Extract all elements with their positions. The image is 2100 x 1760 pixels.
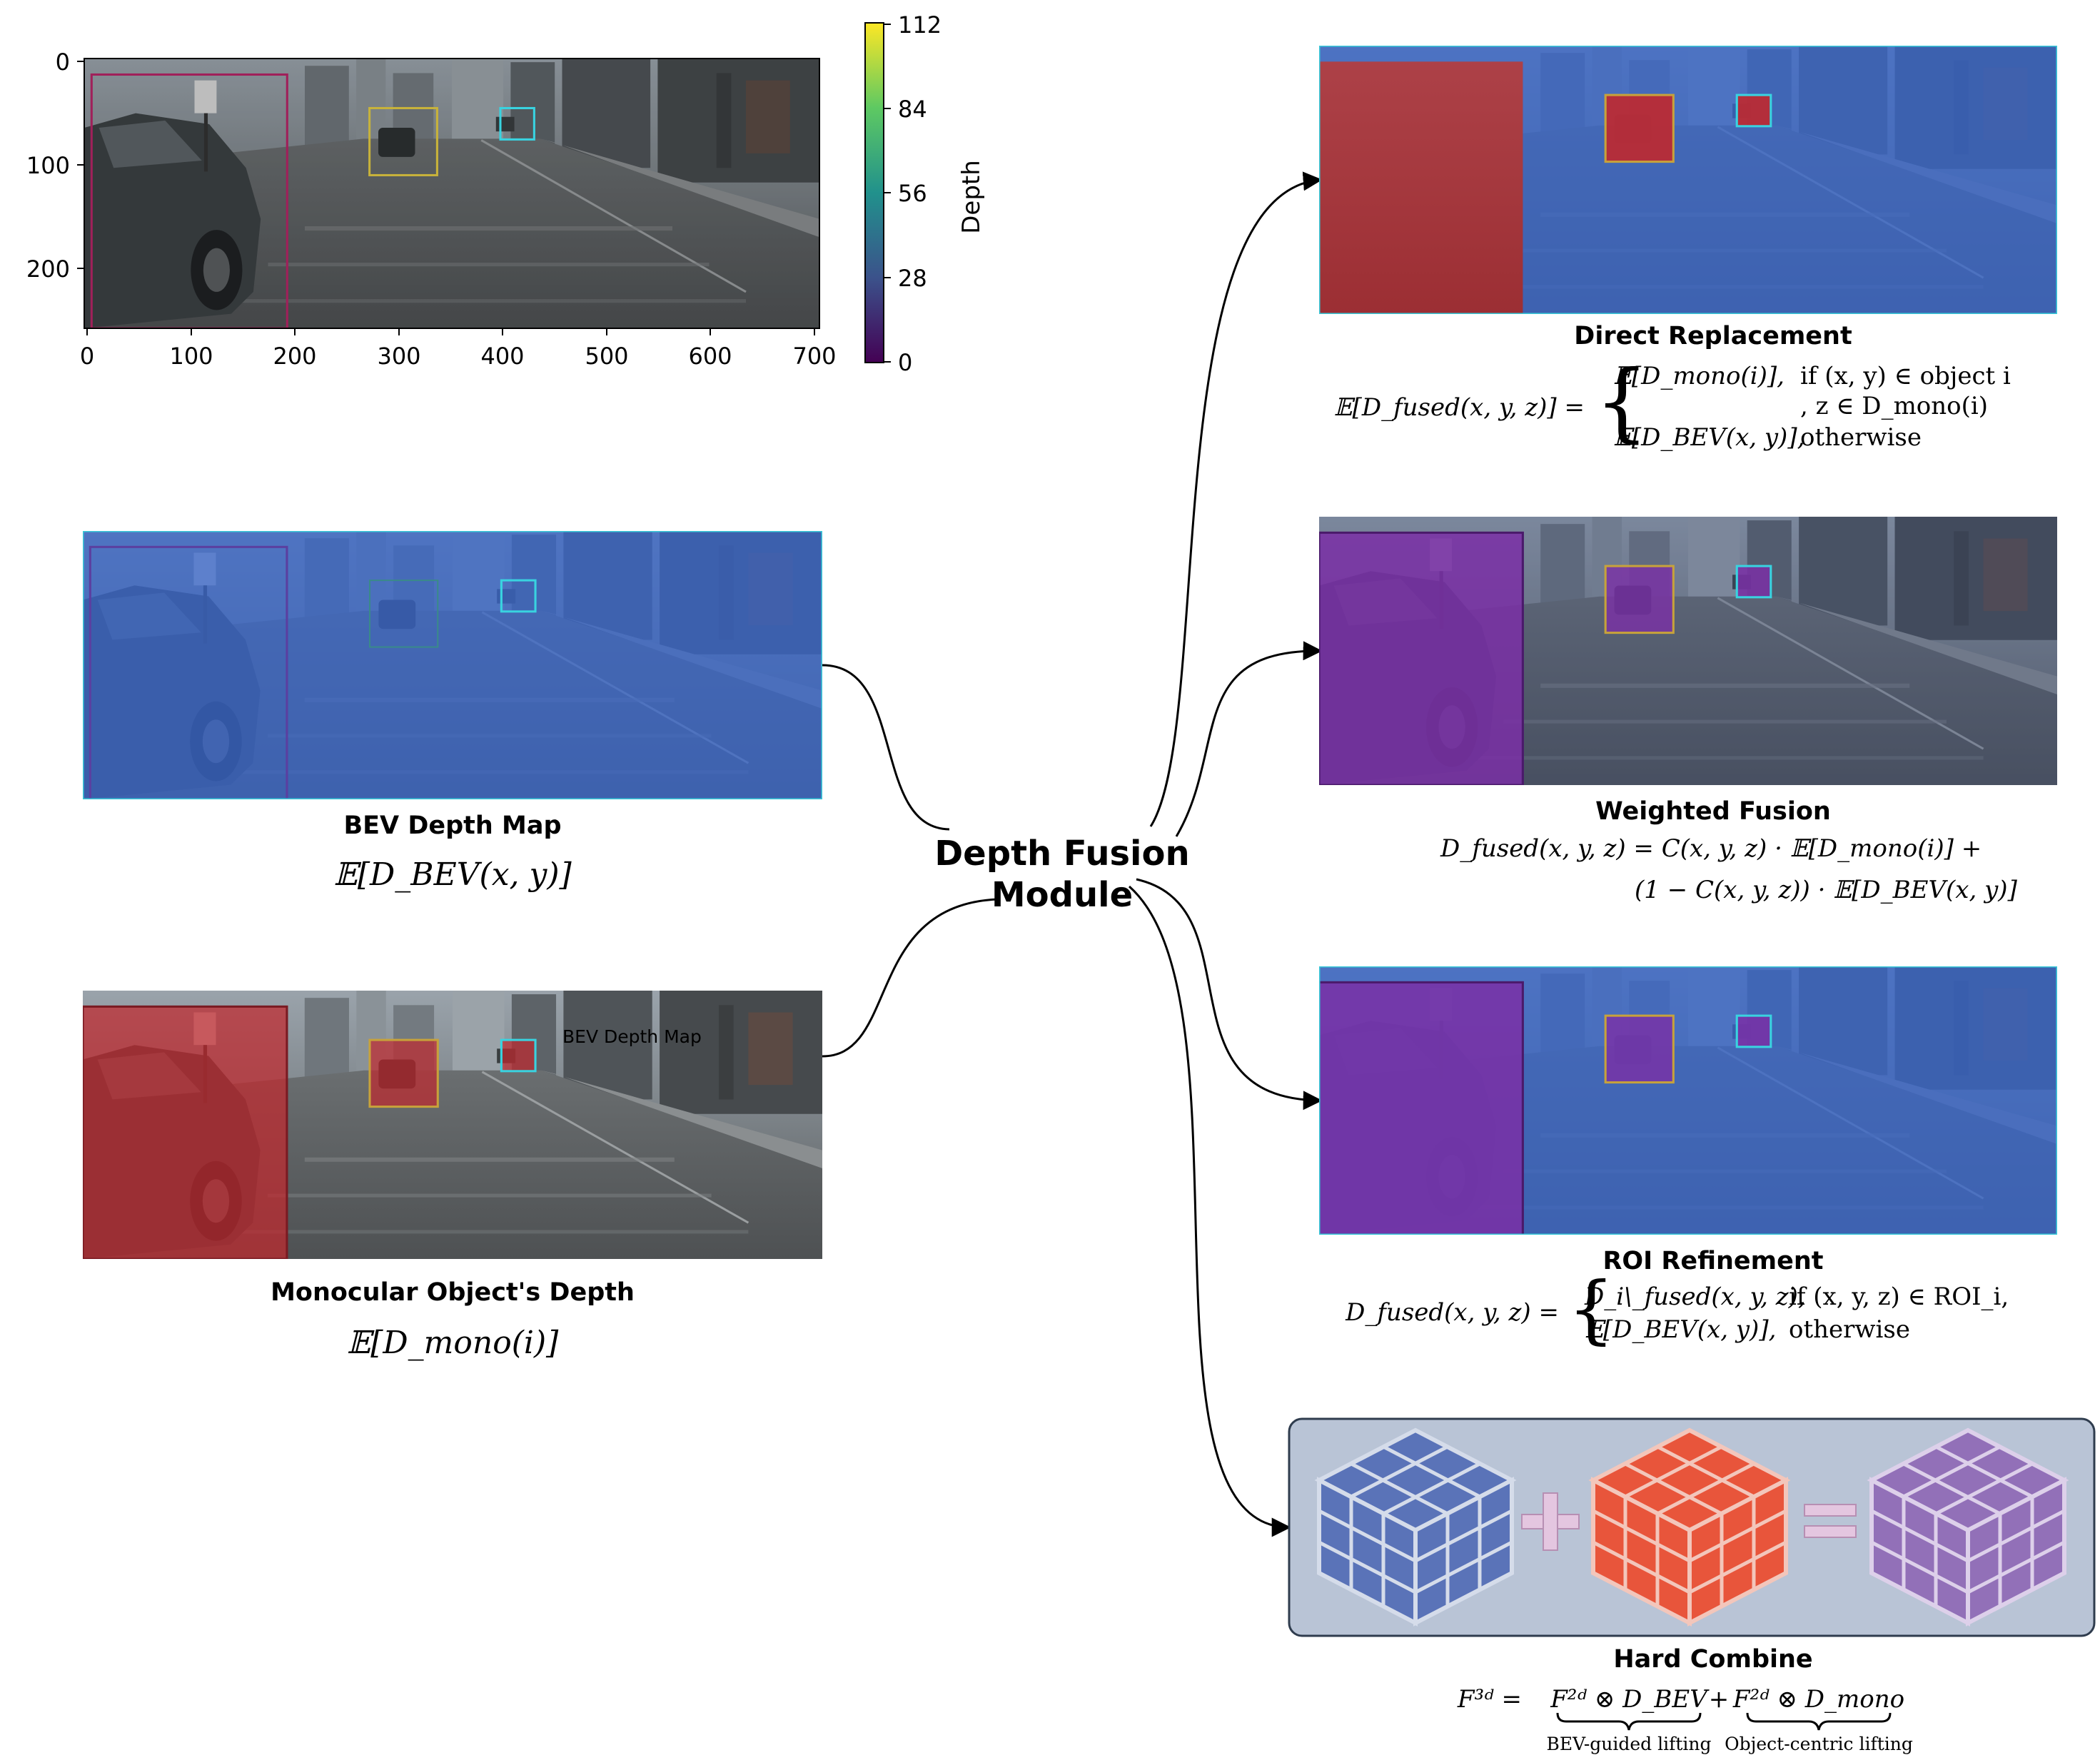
bev-title: BEV Depth Map (343, 811, 561, 840)
y-tick: 100 (26, 152, 70, 179)
colorbar-tick: 112 (898, 11, 942, 39)
y-tick: 200 (26, 256, 70, 283)
underbrace-1 (1556, 1712, 1702, 1731)
x-tick: 200 (273, 343, 316, 370)
equals-icon (1804, 1504, 1857, 1538)
arrow-to-weighted-fusion (1175, 641, 1323, 837)
hard-term2: F²ᵈ ⊗ D_mono (1732, 1685, 1904, 1714)
direct-title: Direct Replacement (1574, 322, 1852, 350)
x-tick: 400 (480, 343, 524, 370)
mono-title: Monocular Object's Depth (271, 1278, 635, 1307)
x-tick: 100 (169, 343, 213, 370)
mono-formula: 𝔼[D_mono(i)] (347, 1325, 559, 1361)
hard-plus: + (1709, 1685, 1730, 1714)
hard-brace2-label: Object-centric lifting (1725, 1734, 1913, 1754)
roi-case1-cond: if (x, y, z) ∈ ROI_i, (1789, 1283, 2009, 1311)
y-tick: 0 (56, 49, 70, 76)
weighted-fusion-image (1319, 517, 2057, 785)
hard-brace1-label: BEV-guided lifting (1546, 1734, 1711, 1754)
module-label-line2: Module (991, 875, 1133, 915)
x-tick: 300 (377, 343, 420, 370)
cube-purple-icon (1867, 1427, 2069, 1627)
direct-case2-cond: otherwise (1800, 423, 1922, 452)
direct-case1-cond: if (x, y) ∈ object i (1800, 362, 2011, 390)
roi-case1-expr: D_i\_fused(x, y, z), (1584, 1283, 1806, 1311)
depth-fusion-module: Depth Fusion Module (934, 834, 1189, 915)
hard-lhs: F³ᵈ = (1457, 1685, 1522, 1714)
roi-title: ROI Refinement (1602, 1247, 1823, 1275)
direct-case1-expr: 𝔼[D_mono(i)], (1613, 362, 1785, 390)
bev-to-module-connector (822, 664, 950, 831)
x-tick: 600 (688, 343, 732, 370)
depth-plot: 0 100 200 0 100 200 300 400 500 600 700 (26, 11, 986, 376)
direct-case1b-cond: , z ∈ D_mono(i) (1800, 392, 1988, 420)
cube-blue-icon (1314, 1427, 1517, 1627)
mono-depth-image (83, 991, 822, 1259)
weighted-title: Weighted Fusion (1595, 797, 1831, 826)
hard-term1: F²ᵈ ⊗ D_BEV (1550, 1685, 1710, 1714)
x-tick: 700 (792, 343, 836, 370)
plus-icon (1521, 1492, 1580, 1551)
cube-red-icon (1588, 1427, 1791, 1627)
roi-refinement-panel: ROI Refinement D_fused(x, y, z) = { D_i\… (1319, 966, 2057, 1352)
colorbar-label: Depth (957, 160, 986, 234)
direct-replacement-panel: Direct Replacement 𝔼[D_fused(x, y, z)] =… (1319, 46, 2057, 452)
colorbar-tick: 56 (898, 180, 927, 207)
hard-combine-panel: Hard Combine F³ᵈ = F²ᵈ ⊗ D_BEV + F²ᵈ ⊗ D… (1288, 1417, 2096, 1754)
direct-case2-expr: 𝔼[D_BEV(x, y)], (1613, 423, 1804, 452)
arrow-to-direct-replacement (1149, 171, 1323, 827)
hard-title: Hard Combine (1613, 1645, 1812, 1674)
roi-case2-cond: otherwise (1789, 1315, 1910, 1344)
colorbar: 112 84 56 28 0 Depth (864, 11, 986, 376)
module-label-line1: Depth Fusion (934, 834, 1189, 874)
x-tick: 500 (585, 343, 628, 370)
bev-depth-map-panel: BEV Depth Map 𝔼[D_BEV(x, y)] (83, 531, 822, 893)
colorbar-tick: 0 (898, 349, 912, 376)
colorbar-tick: 28 (898, 265, 927, 292)
weighted-fusion-panel: Weighted Fusion D_fused(x, y, z) = C(x, … (1319, 517, 2057, 904)
roi-brace: { (1568, 1265, 1615, 1352)
weighted-line2: (1 − C(x, y, z)) · 𝔼[D_BEV(x, y)] (1635, 876, 2018, 904)
mono-depth-panel: BEV Depth Map Monocular Object's Depth 𝔼… (83, 991, 822, 1361)
x-tick: 0 (80, 343, 94, 370)
underbrace-2 (1746, 1712, 1892, 1731)
mono-overlay-label: BEV Depth Map (562, 1026, 702, 1047)
depth-plot-image (84, 59, 819, 328)
direct-replacement-image (1319, 46, 2057, 314)
mono-to-module-connector (822, 898, 999, 1058)
direct-brace: { (1595, 353, 1649, 452)
roi-case2-expr: 𝔼[D_BEV(x, y)], (1585, 1315, 1776, 1344)
x-axis: 0 100 200 300 400 500 600 700 (80, 328, 837, 370)
roi-refinement-image (1319, 966, 2057, 1235)
bev-depth-image (83, 531, 822, 799)
arrow-to-hard-combine (1129, 885, 1291, 1537)
arrow-to-roi-refinement (1136, 878, 1323, 1111)
connectors (822, 171, 1323, 1537)
direct-lhs: 𝔼[D_fused(x, y, z)] = (1334, 393, 1585, 422)
plot-frame (84, 58, 820, 329)
roi-lhs: D_fused(x, y, z) = (1345, 1298, 1559, 1327)
y-axis: 0 100 200 (26, 49, 84, 283)
weighted-line1: D_fused(x, y, z) = C(x, y, z) · 𝔼[D_mono… (1440, 834, 1982, 863)
colorbar-tick: 84 (898, 96, 927, 123)
colorbar-gradient (864, 22, 884, 363)
bev-formula: 𝔼[D_BEV(x, y)] (333, 856, 572, 893)
